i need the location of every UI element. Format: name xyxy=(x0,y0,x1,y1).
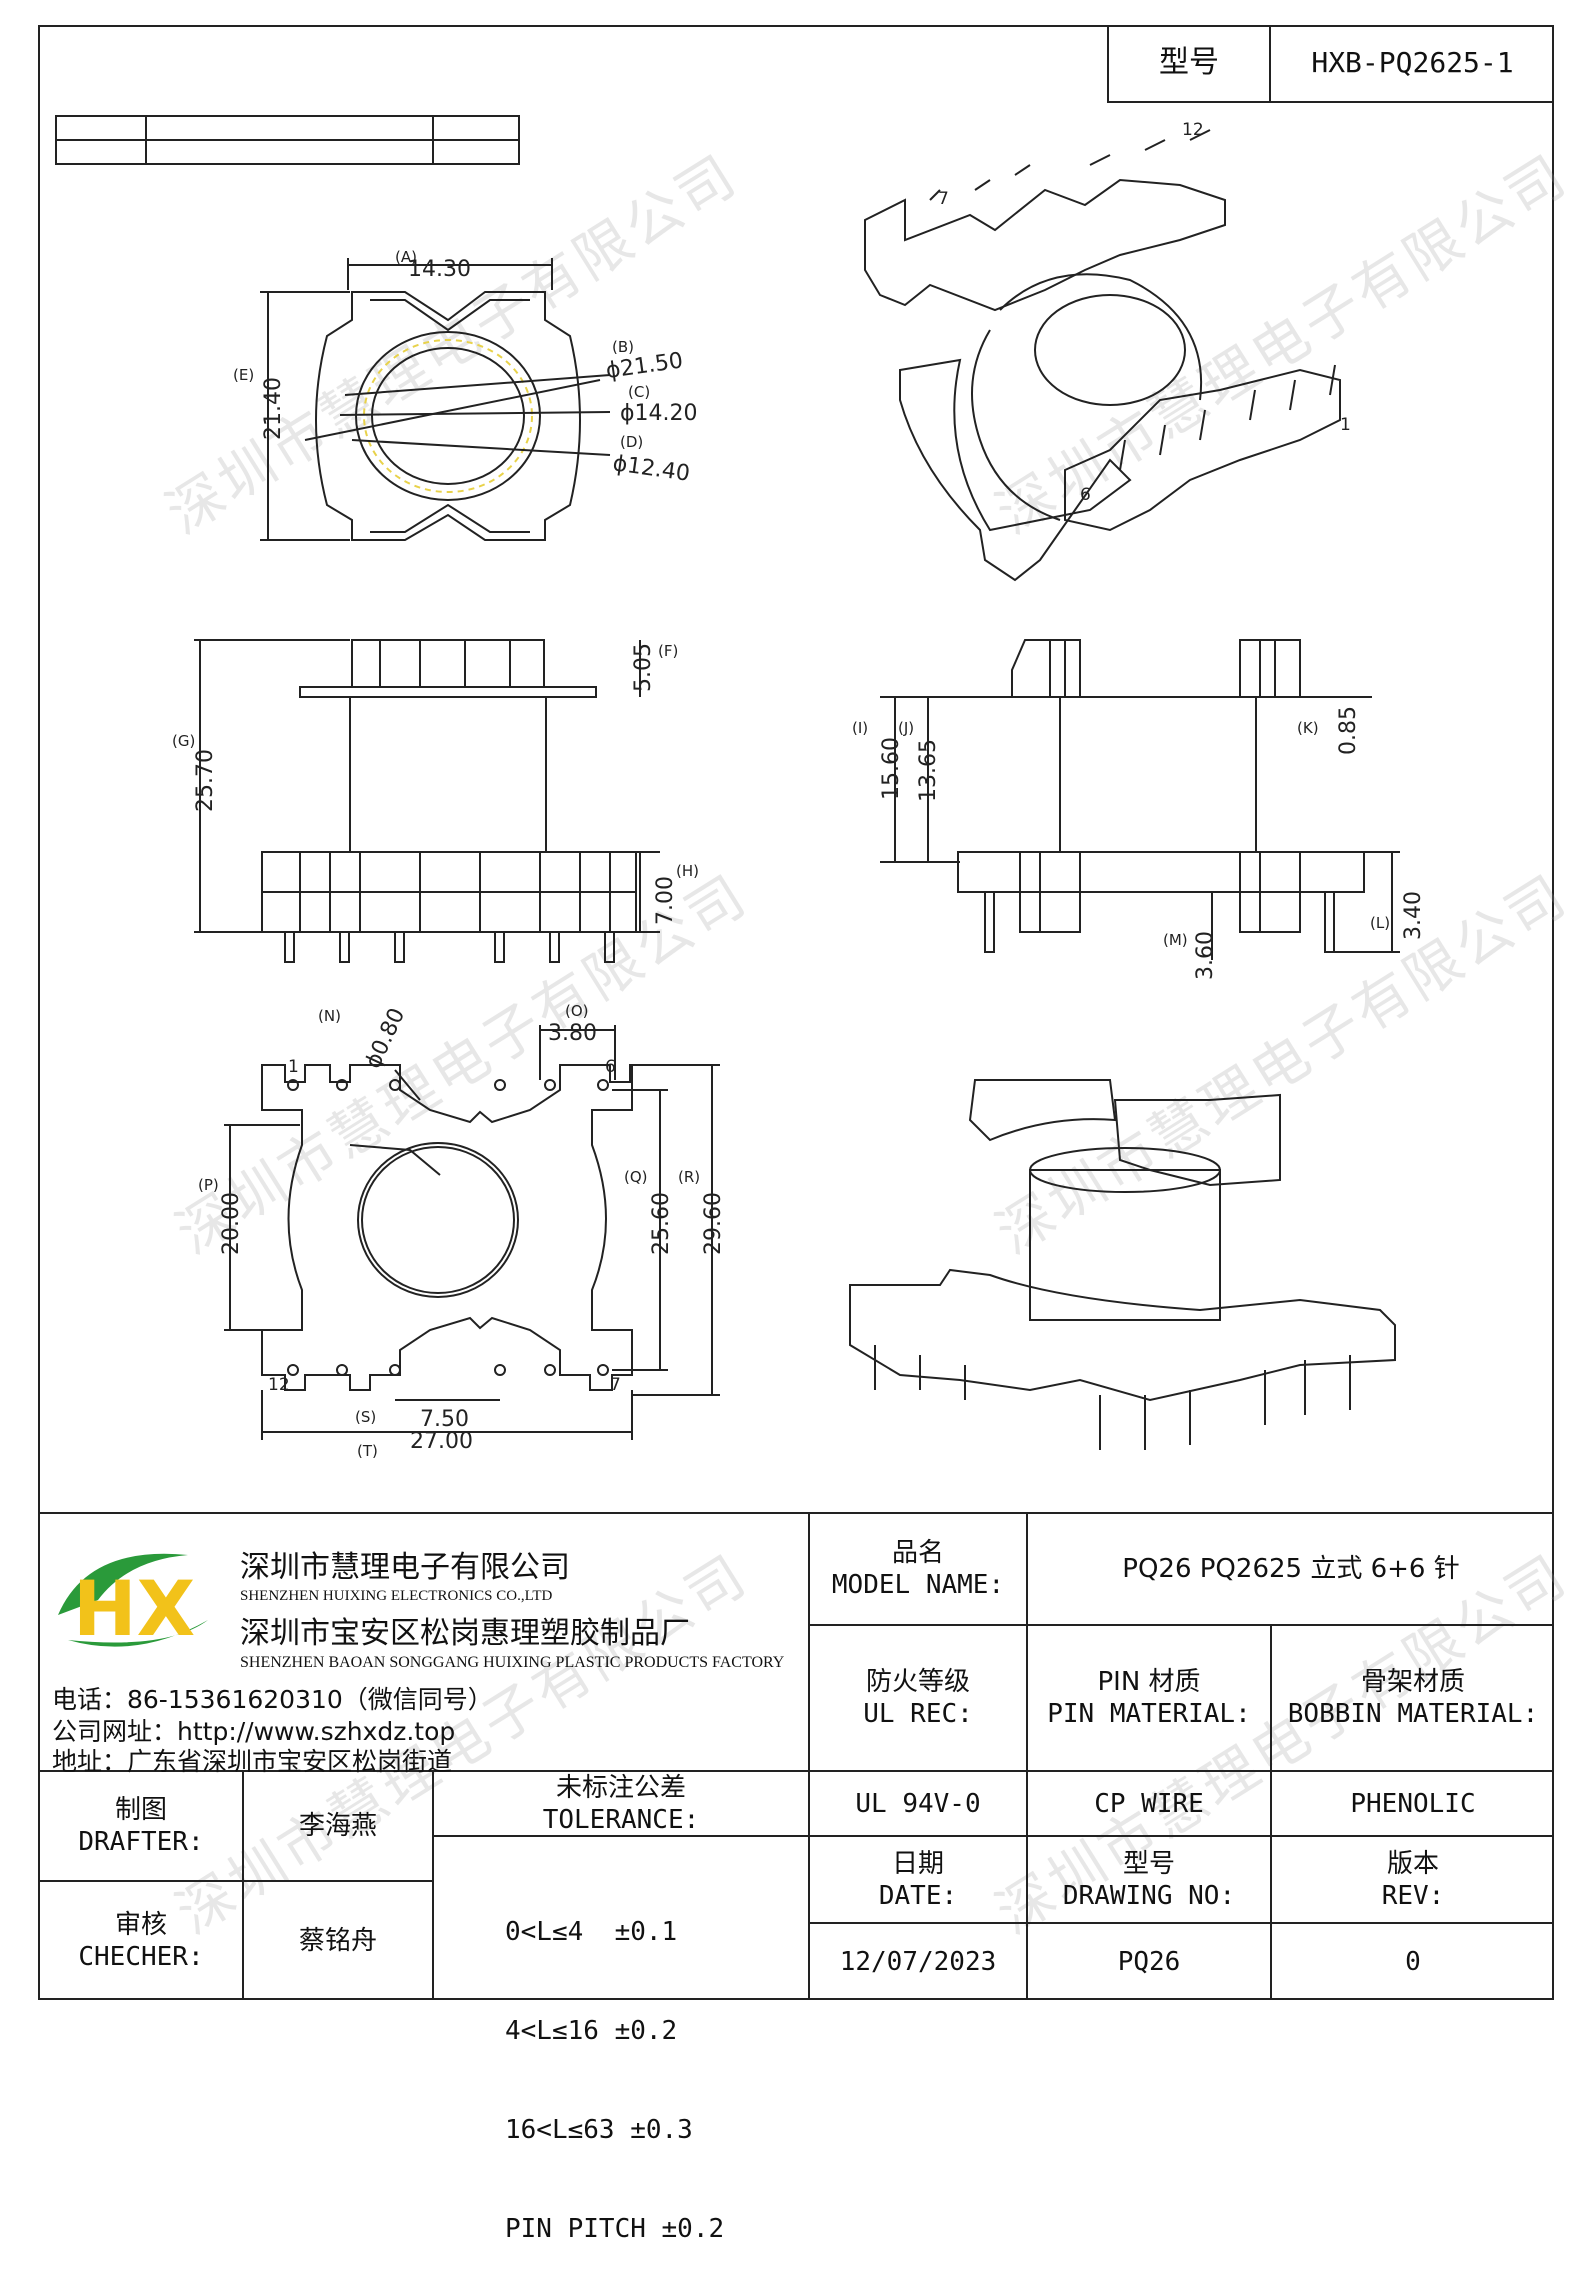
tolerance-item: 16<L≤63 ±0.3 xyxy=(505,2115,693,2145)
dim-N-value: ϕ0.80 xyxy=(361,1004,410,1072)
iso-pin-label-6: 6 xyxy=(1080,485,1091,505)
dim-C-label: (C) xyxy=(628,383,650,401)
dim-T-label: (T) xyxy=(357,1442,378,1460)
drafter-name: 李海燕 xyxy=(298,1811,377,1841)
dim-I-value: 15.60 xyxy=(879,737,904,800)
side-view xyxy=(880,639,1400,960)
tolerance-item: 0<L≤4 ±0.1 xyxy=(505,1917,678,1947)
dim-G-value: 25.70 xyxy=(193,749,218,812)
dim-O-label: (O) xyxy=(565,1002,589,1020)
dim-S-value: 7.50 xyxy=(420,1407,469,1432)
date-value: 12/07/2023 xyxy=(839,1947,997,1977)
front-view xyxy=(194,639,660,963)
dim-H-value: 7.00 xyxy=(653,876,678,925)
company-name-en: SHENZHEN HUIXING ELECTRONICS CO.,LTD xyxy=(240,1588,553,1604)
dim-F-label: (F) xyxy=(658,642,678,660)
dim-M-label: (M) xyxy=(1163,931,1188,949)
dim-B-label: (B) xyxy=(612,338,634,356)
dim-Q-value: 25.60 xyxy=(649,1192,674,1255)
technical-drawings: (A) 14.30 (B) ϕ21.50 (C) ϕ14.20 (D) ϕ12.… xyxy=(172,120,1426,1460)
dim-L-value: 3.40 xyxy=(1401,891,1426,940)
company-name-cn: 深圳市慧理电子有限公司 xyxy=(240,1550,570,1585)
dim-E-value: 21.40 xyxy=(261,377,286,440)
dim-M-value: 3.60 xyxy=(1193,931,1218,980)
checker-name: 蔡铭舟 xyxy=(298,1926,377,1956)
dim-J-value: 13.65 xyxy=(916,739,941,802)
pin-label-7: 7 xyxy=(610,1375,621,1395)
company-website: 公司网址：http://www.szhxdz.top xyxy=(52,1717,456,1746)
pin-label-1: 1 xyxy=(288,1057,299,1077)
dim-K-label: (K) xyxy=(1297,719,1319,737)
pin-label-6: 6 xyxy=(605,1057,616,1077)
dim-S-label: (S) xyxy=(355,1408,376,1426)
company-logo: HX xyxy=(58,1553,208,1653)
tolerance-item: PIN PITCH ±0.2 xyxy=(505,2214,725,2244)
dim-A-label: (A) xyxy=(395,248,417,266)
ul-rec-value: UL 94V-0 xyxy=(855,1788,981,1819)
bottom-view xyxy=(224,1025,720,1440)
dim-Q-label: (Q) xyxy=(624,1168,648,1186)
dim-F-value: 5.05 xyxy=(631,643,656,692)
company-phone: 电话：86-15361620310（微信同号） xyxy=(52,1685,493,1714)
dim-P-value: 20.00 xyxy=(219,1192,244,1255)
rev-value: 0 xyxy=(1405,1947,1421,1977)
dim-D-value: ϕ12.40 xyxy=(611,451,691,487)
dim-T-value: 27.00 xyxy=(410,1429,473,1454)
dim-C-value: ϕ14.20 xyxy=(620,401,698,426)
dim-A-value: 14.30 xyxy=(408,257,471,282)
dim-I-label: (I) xyxy=(852,719,868,737)
model-label: 型号 xyxy=(1159,45,1219,80)
revision-table xyxy=(55,115,520,165)
iso-view-bottom xyxy=(849,1079,1396,1450)
dim-P-label: (P) xyxy=(198,1176,219,1194)
bobbin-material-value: PHENOLIC xyxy=(1350,1788,1476,1819)
drawing-no-value: PQ26 xyxy=(1117,1947,1181,1977)
dim-R-label: (R) xyxy=(678,1168,700,1186)
iso-pin-label-1: 1 xyxy=(1340,415,1351,435)
dim-K-value: 0.85 xyxy=(1336,706,1361,755)
iso-pin-label-7: 7 xyxy=(938,189,949,209)
factory-name-en: SHENZHEN BAOAN SONGGANG HUIXING PLASTIC … xyxy=(240,1654,785,1671)
tolerance-list: 0<L≤4 ±0.1 4<L≤16 ±0.2 16<L≤63 ±0.3 PIN … xyxy=(505,1850,724,2279)
model-name-value: PQ26 PQ2625 立式 6+6 针 xyxy=(1122,1554,1460,1584)
company-address: 地址：广东省深圳市宝安区松岗街道 xyxy=(52,1747,453,1776)
logo-letters: HX xyxy=(73,1564,195,1653)
dim-R-value: 29.60 xyxy=(701,1192,726,1255)
dim-G-label: (G) xyxy=(172,732,195,750)
tolerance-item: 4<L≤16 ±0.2 xyxy=(505,2016,678,2046)
factory-name-cn: 深圳市宝安区松岗惠理塑胶制品厂 xyxy=(240,1616,690,1651)
dim-D-label: (D) xyxy=(620,433,643,451)
top-view xyxy=(260,258,611,541)
drawing-frame xyxy=(38,25,1554,2000)
dim-O-value: 3.80 xyxy=(548,1021,597,1046)
pin-material-value: CP WIRE xyxy=(1094,1788,1204,1819)
iso-pin-label-12: 12 xyxy=(1182,120,1204,140)
dim-J-label: (J) xyxy=(898,719,914,737)
dim-L-label: (L) xyxy=(1370,914,1390,932)
pin-label-12: 12 xyxy=(268,1375,290,1395)
dim-N-label: (N) xyxy=(318,1007,341,1025)
model-number-box: 型号 HXB-PQ2625-1 xyxy=(1107,25,1554,103)
dim-E-label: (E) xyxy=(233,366,254,384)
model-value: HXB-PQ2625-1 xyxy=(1311,46,1514,79)
dim-H-label: (H) xyxy=(676,862,699,880)
iso-view-top xyxy=(864,129,1341,582)
